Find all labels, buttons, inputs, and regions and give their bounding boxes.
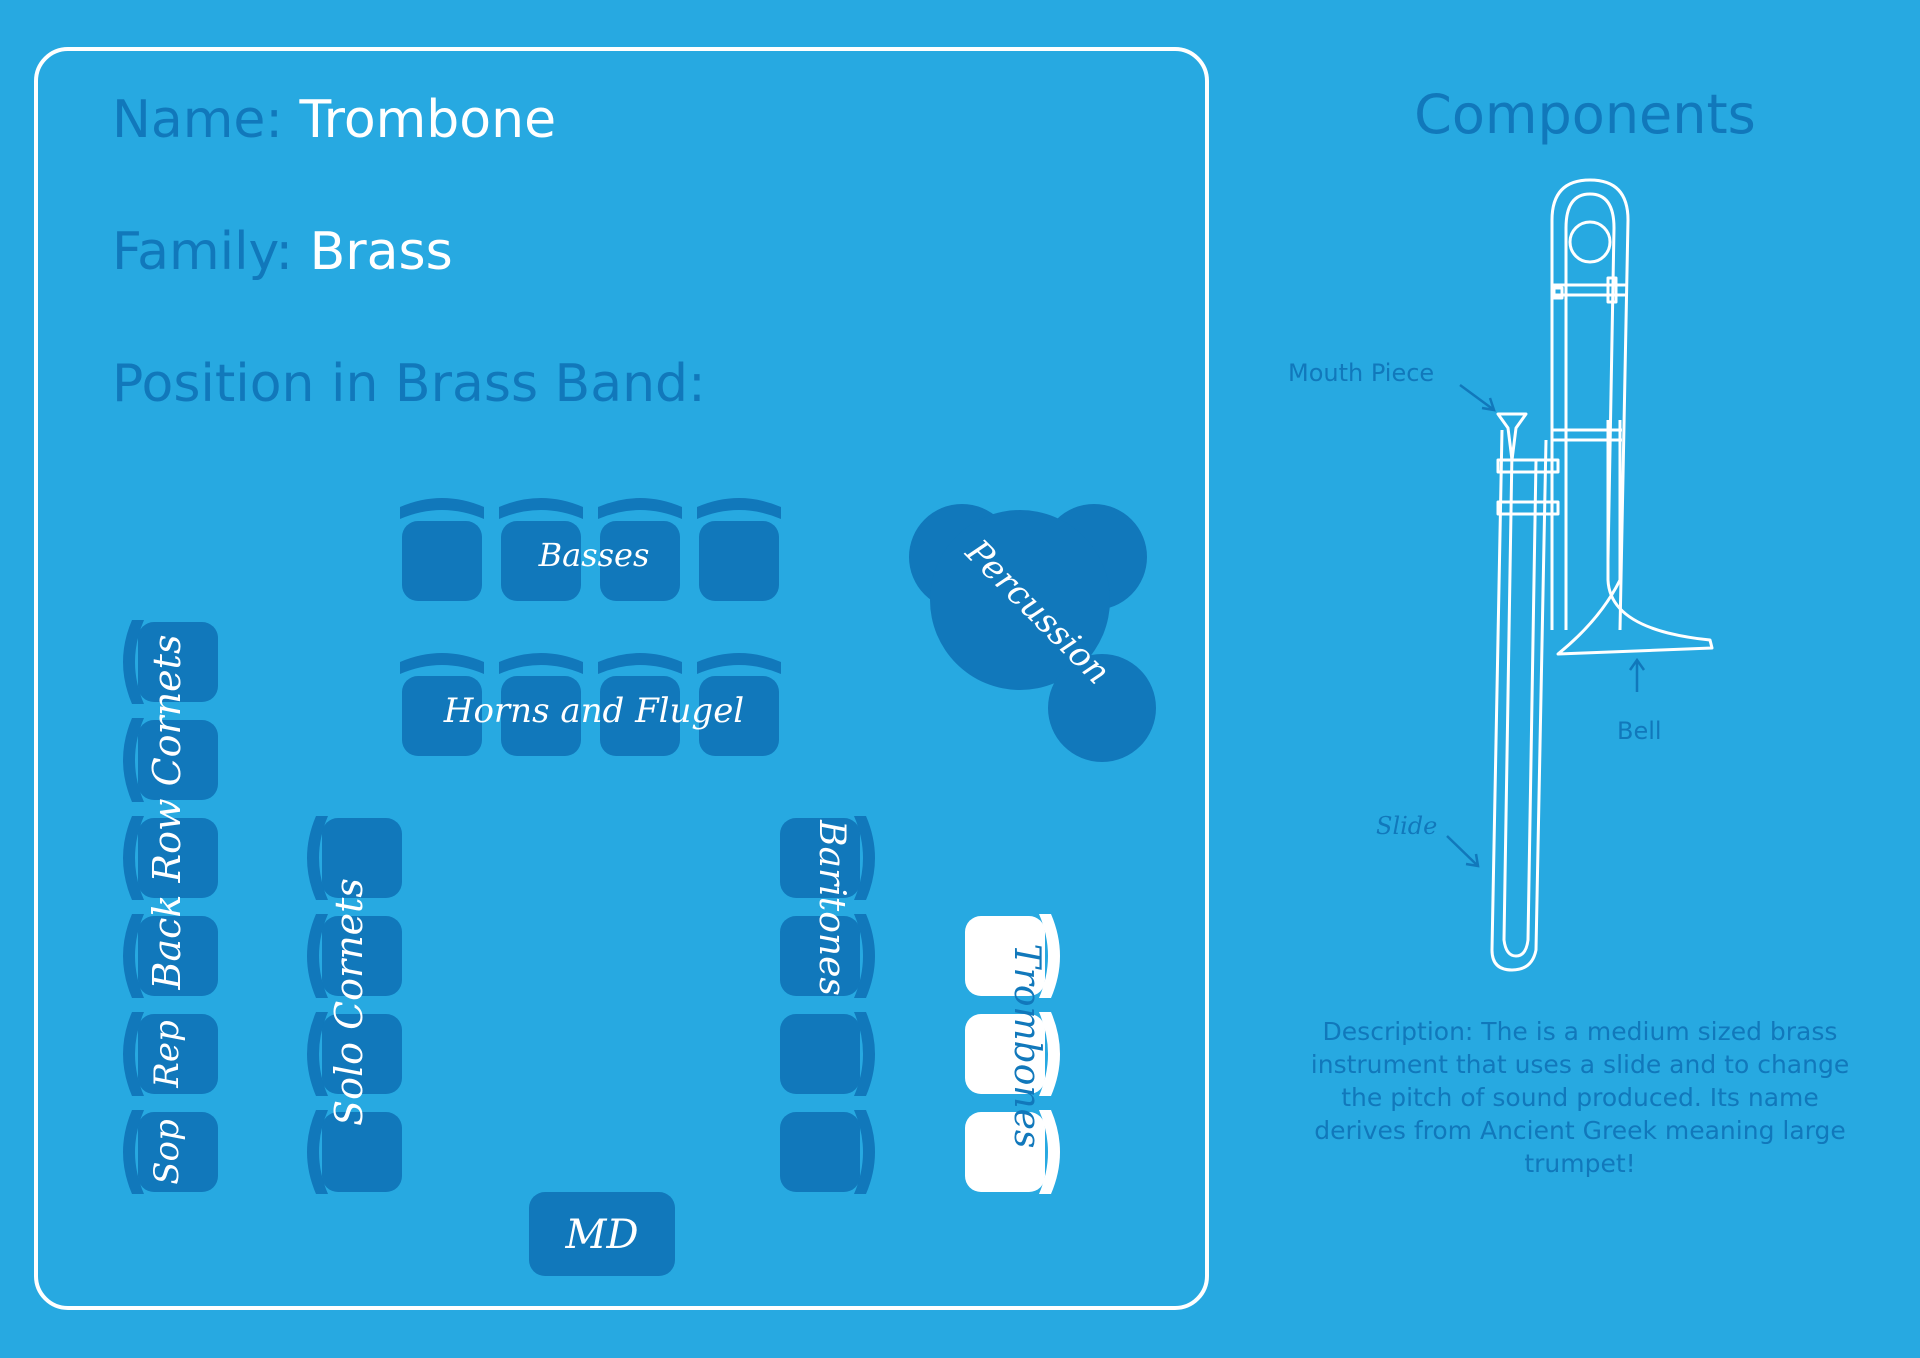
bell-label: Bell: [1617, 717, 1662, 745]
components-title: Components: [1414, 83, 1756, 146]
solo-cornets-label: Solo Cornets: [327, 878, 371, 1126]
bass-seat: [400, 498, 484, 601]
percussion-section: [909, 504, 1156, 762]
family-label: Family:: [112, 222, 294, 282]
slide-inner: [1502, 449, 1538, 958]
slide-label: Slide: [1376, 812, 1438, 840]
euphonium-seat: [780, 1012, 875, 1096]
instrument-description: Description: The is a medium sized brass…: [1310, 1017, 1850, 1178]
bell: [1556, 420, 1714, 656]
rep-label: Rep: [147, 1020, 187, 1089]
name-heading: Name: Trombone: [112, 94, 556, 146]
md-stand: [529, 1192, 675, 1276]
crook-circle: [1568, 220, 1612, 264]
md-label: MD: [564, 1212, 638, 1258]
info-panel: [34, 47, 1209, 1310]
position-heading: Position in Brass Band:: [112, 354, 706, 414]
instrument-family: Brass: [309, 222, 453, 282]
bass-seat: [697, 498, 781, 601]
instrument-name: Trombone: [299, 90, 557, 150]
mouth-piece-label: Mouth Piece: [1288, 359, 1435, 387]
name-label: Name:: [112, 90, 283, 150]
slide-outer: [1490, 429, 1548, 972]
trombone-illustration: [1446, 178, 1714, 972]
basses-label: Basses: [538, 536, 650, 574]
back-row-cornets-label: Back Row Cornets: [145, 635, 189, 991]
sop-label: Sop: [147, 1119, 187, 1185]
slide-arrow: [1446, 835, 1480, 868]
tuning-crook-inner: [1564, 192, 1616, 630]
euphonium-seat: [780, 1110, 875, 1194]
trombones-label: Trombones: [1006, 944, 1047, 1149]
tuning-crook: [1550, 178, 1630, 631]
family-heading: Family: Brass: [112, 226, 453, 278]
bell-arrow: [1628, 657, 1646, 692]
horns-label: Horns and Flugel: [443, 691, 744, 731]
mouthpiece: [1496, 412, 1528, 462]
band-seating-diagram: Basses Horns and Flugel Percussion Back …: [123, 498, 1156, 1276]
mouthpiece-arrow: [1459, 383, 1496, 412]
baritones-label: Baritones: [811, 819, 852, 996]
